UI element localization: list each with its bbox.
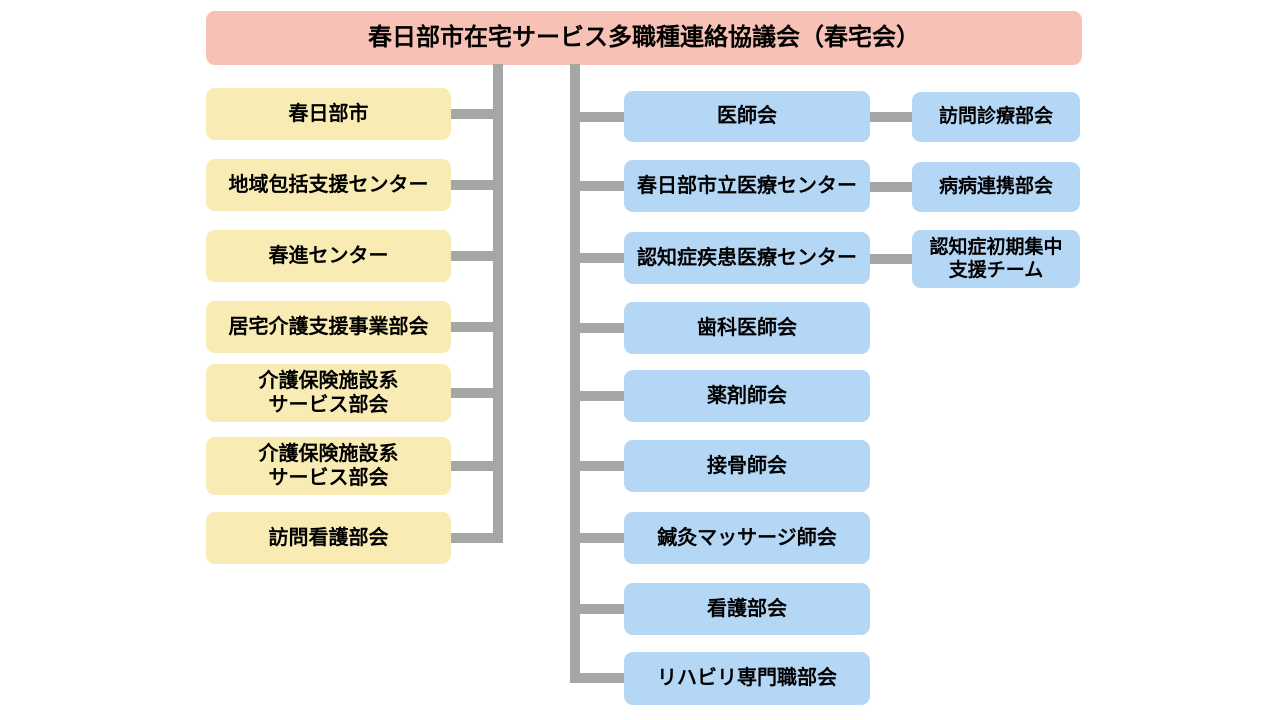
connector-elbow <box>449 533 503 543</box>
connector-line <box>579 461 625 471</box>
org-node-kaigo-hoken-service-bukai-1: 介護保険施設系 サービス部会 <box>206 364 451 422</box>
org-node-sekkotsu-shikai: 接骨師会 <box>624 440 870 492</box>
org-node-chiiki-houkatsu-center: 地域包括支援センター <box>206 159 451 211</box>
org-node-ninchisho-shoki-shuchu-team: 認知症初期集中 支援チーム <box>912 230 1080 288</box>
org-node-ninchisho-medical-center: 認知症疾患医療センター <box>624 232 870 284</box>
connector-elbow <box>570 673 625 683</box>
connector-line <box>579 604 625 614</box>
connector-line <box>449 180 494 190</box>
connector-line <box>869 112 913 122</box>
connector-line <box>449 461 494 471</box>
org-chart-title: 春日部市在宅サービス多職種連絡協議会（春宅会） <box>206 11 1082 65</box>
org-node-kasukabe-city: 春日部市 <box>206 88 451 140</box>
org-node-kyotaku-kaigo-bukai: 居宅介護支援事業部会 <box>206 301 451 353</box>
org-node-kaigo-hoken-service-bukai-2: 介護保険施設系 サービス部会 <box>206 437 451 495</box>
connector-line <box>579 253 625 263</box>
org-node-kango-bukai: 看護部会 <box>624 583 870 635</box>
connector-line <box>869 182 913 192</box>
connector-line <box>449 388 494 398</box>
org-node-shiritsu-medical-center: 春日部市立医療センター <box>624 160 870 212</box>
org-node-shunshin-center: 春進センター <box>206 230 451 282</box>
left-trunk-line <box>493 64 503 543</box>
connector-line <box>449 251 494 261</box>
connector-line <box>579 181 625 191</box>
right-trunk-line <box>570 64 580 683</box>
connector-line <box>449 322 494 332</box>
org-node-shinkyu-massage-shikai: 鍼灸マッサージ師会 <box>624 512 870 564</box>
org-node-shika-ishikai: 歯科医師会 <box>624 302 870 354</box>
connector-line <box>579 323 625 333</box>
org-node-houmon-shinryo-bukai: 訪問診療部会 <box>912 92 1080 142</box>
connector-line <box>449 109 494 119</box>
connector-line <box>579 533 625 543</box>
connector-line <box>869 254 913 264</box>
org-node-houmon-kango-bukai: 訪問看護部会 <box>206 512 451 564</box>
org-node-yakuzaishikai: 薬剤師会 <box>624 370 870 422</box>
org-node-ishikai: 医師会 <box>624 91 870 142</box>
org-node-byobyo-renkei-bukai: 病病連携部会 <box>912 162 1080 212</box>
org-node-rehabili-senmonshoku-bukai: リハビリ専門職部会 <box>624 652 870 705</box>
connector-line <box>579 391 625 401</box>
connector-line <box>579 112 625 122</box>
